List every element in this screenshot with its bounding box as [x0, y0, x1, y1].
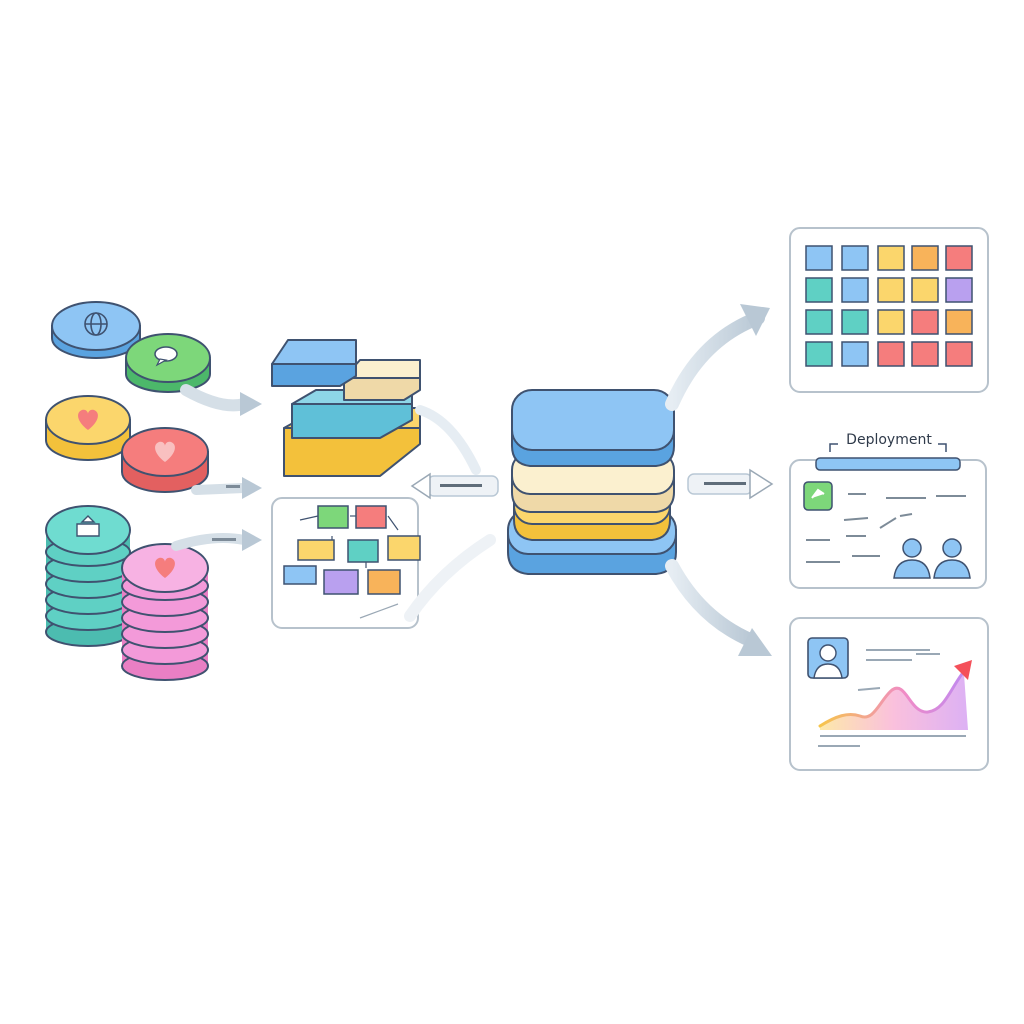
flow-arrow-core-to-deployment	[687, 468, 774, 500]
trend-line	[818, 672, 964, 728]
chat-bubble-icon	[154, 346, 178, 367]
users-icon	[893, 538, 971, 579]
flow-arrow-core-to-analytics	[665, 559, 772, 656]
heart-icon	[78, 409, 98, 430]
source-disk-globe	[51, 301, 141, 359]
source-stack-pink	[121, 543, 209, 681]
output-panel-grid	[789, 227, 989, 393]
globe-icon	[84, 312, 108, 336]
trend-arrow-icon	[954, 660, 972, 680]
inbox-icon	[76, 515, 100, 537]
flow-arrow-core-to-grid	[665, 304, 770, 411]
output-panel-deployment: Deployment	[789, 432, 987, 589]
heart-icon	[155, 557, 175, 578]
heart-icon	[155, 441, 175, 462]
layer-stack-left	[271, 339, 421, 477]
source-disk-heart-yellow	[45, 395, 131, 461]
flow-arrow-source-to-layers	[180, 384, 262, 416]
flow-arrow-core-to-stack	[410, 472, 499, 500]
flow-arrow-stack-to-core	[415, 405, 481, 475]
block-graph-panel	[271, 497, 421, 629]
flow-arrow-source-to-blocks-1	[191, 477, 262, 499]
flow-arrow-source-to-blocks-2	[171, 529, 262, 551]
flow-arrow-core-to-blocks	[404, 534, 496, 622]
source-disk-chat	[125, 333, 211, 393]
core-data-stack	[507, 389, 677, 575]
source-stack-teal	[45, 505, 131, 647]
user-avatar-icon	[807, 637, 849, 679]
output-panel-analytics	[789, 617, 989, 771]
source-disk-heart-red	[121, 427, 209, 493]
deployment-title: Deployment	[846, 432, 932, 448]
